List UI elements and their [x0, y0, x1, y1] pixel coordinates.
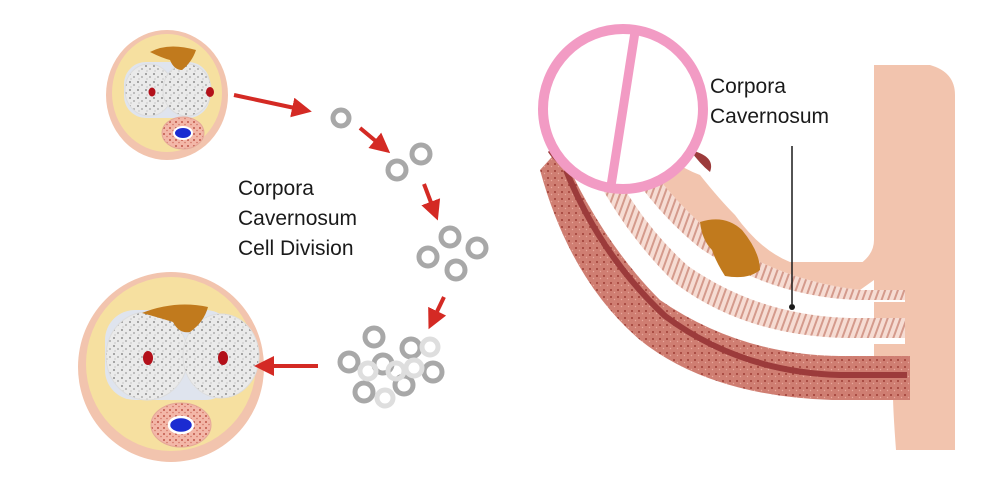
- red-arrow-icon: [358, 126, 391, 154]
- cell: [421, 360, 445, 384]
- cell: [465, 236, 489, 260]
- urethra: [173, 126, 193, 140]
- cell: [416, 245, 440, 269]
- plaque: [150, 46, 196, 70]
- dorsal-line: [563, 168, 907, 378]
- cell: [362, 325, 386, 349]
- cell: [444, 258, 468, 282]
- cell: [337, 350, 361, 374]
- dividing-cells: [330, 107, 489, 409]
- cell: [357, 360, 379, 382]
- corpora-cavernosum-band: [578, 125, 905, 338]
- artery-left: [143, 351, 153, 365]
- cell: [419, 336, 441, 358]
- cell: [399, 336, 423, 360]
- artery-right: [206, 87, 214, 97]
- red-arrow-icons: [233, 93, 447, 376]
- artery-left: [148, 87, 156, 97]
- red-arrow-icon: [428, 296, 447, 330]
- cell-division-label-line2: Cavernosum: [238, 207, 358, 230]
- side-anatomy-view: [540, 65, 955, 450]
- plaque: [142, 304, 208, 333]
- cell-division-label-line1: Corpora: [238, 177, 314, 200]
- cross-section-before: [106, 30, 228, 160]
- cell-division-label-line3: Cell Division: [238, 237, 354, 260]
- upper-skin: [610, 105, 874, 290]
- cross-section-after: [78, 272, 264, 462]
- urethra: [167, 415, 195, 435]
- plaque: [700, 219, 760, 278]
- cell: [330, 107, 352, 129]
- no-sign-icon: [538, 24, 708, 194]
- label-leader-dot: [789, 304, 795, 310]
- cell-division-label: Corpora Cavernosum Cell Division: [238, 174, 357, 264]
- cell: [403, 357, 425, 379]
- corpora-cavernosum-label: Corpora Cavernosum: [710, 72, 829, 132]
- cell: [409, 142, 433, 166]
- tunica-albuginea: [572, 143, 905, 344]
- body-wall: [860, 65, 955, 450]
- cell: [352, 380, 376, 404]
- cell: [385, 360, 407, 382]
- corpora-cavernosum-label-line1: Corpora: [710, 75, 786, 98]
- red-arrow-icon: [421, 183, 441, 221]
- cell: [374, 387, 396, 409]
- artery-right: [218, 351, 228, 365]
- red-arrow-icon: [233, 93, 312, 118]
- cell: [438, 225, 462, 249]
- cell: [385, 158, 409, 182]
- corpora-cavernosum-label-line2: Cavernosum: [710, 105, 830, 128]
